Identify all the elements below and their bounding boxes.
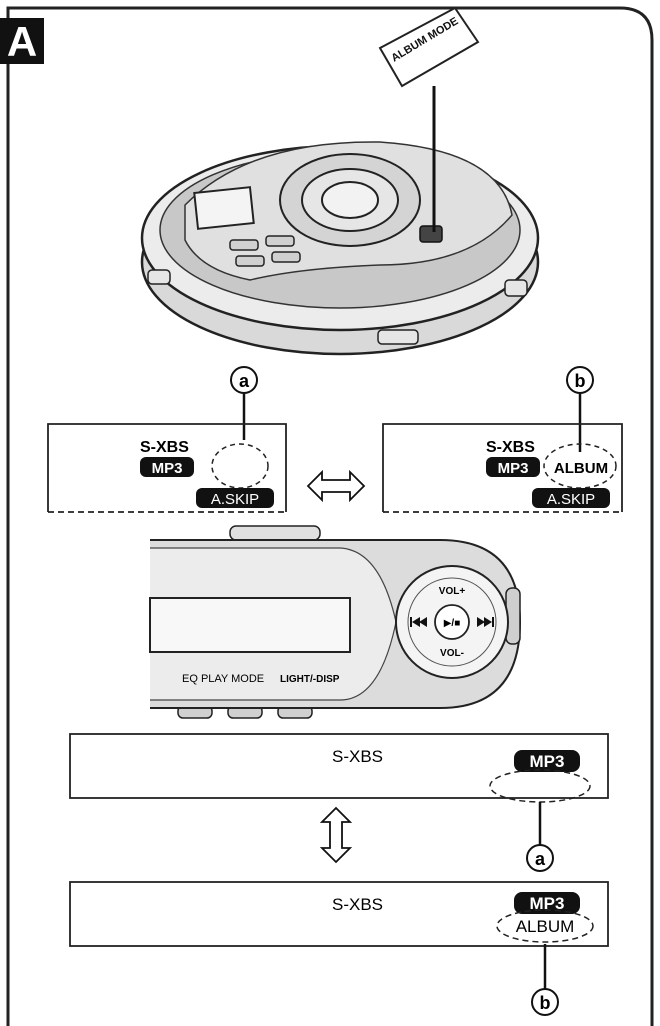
remote-light-label: LIGHT/-DISP [280,674,340,685]
top-right-askip: A.SKIP [547,491,595,508]
next-track-icon [477,617,494,627]
top-left-sxbs: S-XBS [140,439,189,456]
panel-frame [6,6,654,1026]
callout-a-top: a [230,366,258,440]
callout-b-bottom-label: b [540,993,551,1013]
callout-a-bottom: a [526,802,554,872]
play-stop-label: ▶/■ [444,618,461,629]
remote-eq-label: EQ PLAY MODE [182,673,264,685]
panel-label-badge: A [0,18,44,65]
vol-plus-label: VOL+ [439,586,466,597]
player-buttons [229,235,301,267]
callout-b-bottom: b [531,944,559,1016]
vol-minus-label: VOL- [440,648,464,659]
top-left-album-area [211,443,269,489]
callout-a-bottom-label: a [535,849,546,869]
callout-b-label: b [575,371,586,391]
remote-lower-sxbs: S-XBS [332,895,383,914]
callout-a-label: a [239,371,250,391]
prev-track-icon [410,617,427,627]
remote-control-illustration: EQ PLAY MODE LIGHT/-DISP ▶/■ VOL+ VOL- [149,525,522,719]
top-left-askip: A.SKIP [211,491,259,508]
remote-lower-album: ALBUM [516,917,575,936]
remote-display-lower: S-XBS MP3 ALBUM [69,881,609,947]
top-display-left: S-XBS MP3 A.SKIP [47,423,287,513]
top-right-mp3: MP3 [498,460,529,477]
cd-player-illustration [140,141,540,356]
top-display-right: S-XBS MP3 ALBUM A.SKIP [382,423,623,513]
toggle-arrow-vertical [319,806,353,864]
remote-lower-album-area [496,909,594,943]
player-lcd [193,186,255,230]
top-left-mp3: MP3 [152,460,183,477]
toggle-arrow-horizontal [306,469,366,503]
panel-label: A [7,18,37,65]
remote-upper-mp3: MP3 [530,752,565,771]
remote-lower-mp3: MP3 [530,894,565,913]
album-mode-button [419,225,443,243]
play-stop-button [434,604,470,640]
top-right-sxbs: S-XBS [486,439,535,456]
callout-b-top: b [566,366,594,452]
remote-lcd [149,597,351,653]
remote-upper-sxbs: S-XBS [332,747,383,766]
remote-display-upper: S-XBS MP3 [69,733,609,803]
top-right-album: ALBUM [554,460,608,477]
